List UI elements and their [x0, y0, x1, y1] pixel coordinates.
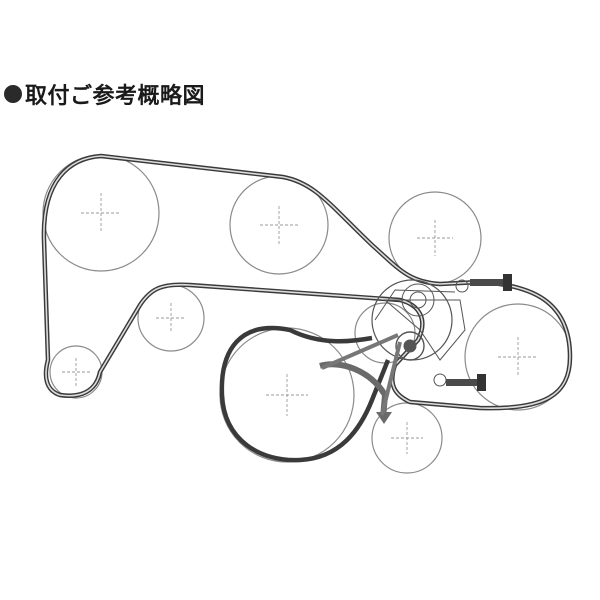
tensioner-assembly	[371, 279, 469, 387]
pulley-bottom-left	[49, 345, 103, 399]
diagram-title-text: 取付ご参考概略図	[25, 84, 206, 109]
serpentine-belt	[41, 153, 573, 463]
bolt-lower-icon	[446, 374, 486, 391]
diagram-title: 取付ご参考概略図	[4, 78, 205, 110]
pulley-top-left	[42, 154, 160, 272]
curved-rotation-arrow-icon	[319, 333, 402, 424]
bullet-icon	[4, 85, 22, 103]
bolt-upper-icon	[470, 274, 512, 291]
